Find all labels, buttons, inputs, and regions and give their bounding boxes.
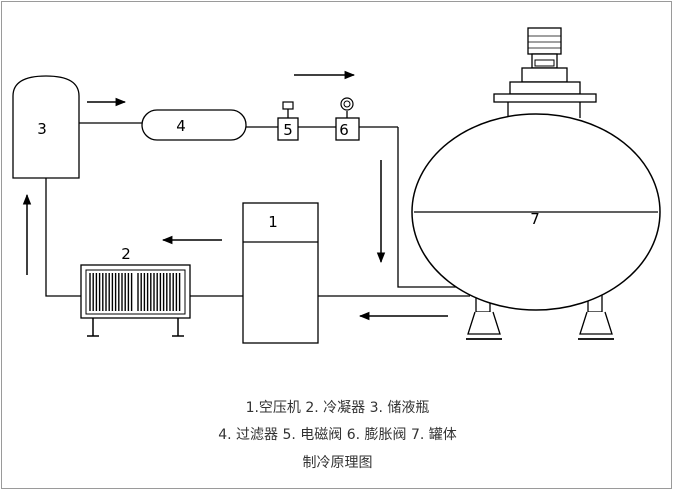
compressor-label: 1 — [268, 213, 278, 231]
tank-label: 7 — [530, 210, 540, 228]
condenser-label: 2 — [121, 245, 131, 263]
filter-label: 4 — [176, 117, 186, 135]
filter: 4 — [141, 109, 247, 141]
condenser: 2 — [80, 245, 191, 337]
compressor: 1 — [242, 202, 319, 344]
expansion-valve-label: 6 — [339, 121, 349, 139]
expansion-valve: 6 — [335, 97, 360, 141]
solenoid-valve: 5 — [277, 101, 299, 141]
solenoid-valve-label: 5 — [283, 121, 293, 139]
receiver-bottle: 3 — [12, 75, 80, 179]
flow-arrows — [22, 70, 448, 321]
caption-line-2: 4. 过滤器 5. 电磁阀 6. 膨胀阀 7. 罐体 — [218, 427, 457, 443]
piping — [45, 122, 470, 297]
caption-line-1: 1.空压机 2. 冷凝器 3. 储液瓶 — [245, 400, 430, 416]
caption-title: 制冷原理图 — [302, 455, 373, 471]
receiver-label: 3 — [37, 120, 47, 138]
tank: 7 — [411, 27, 661, 340]
